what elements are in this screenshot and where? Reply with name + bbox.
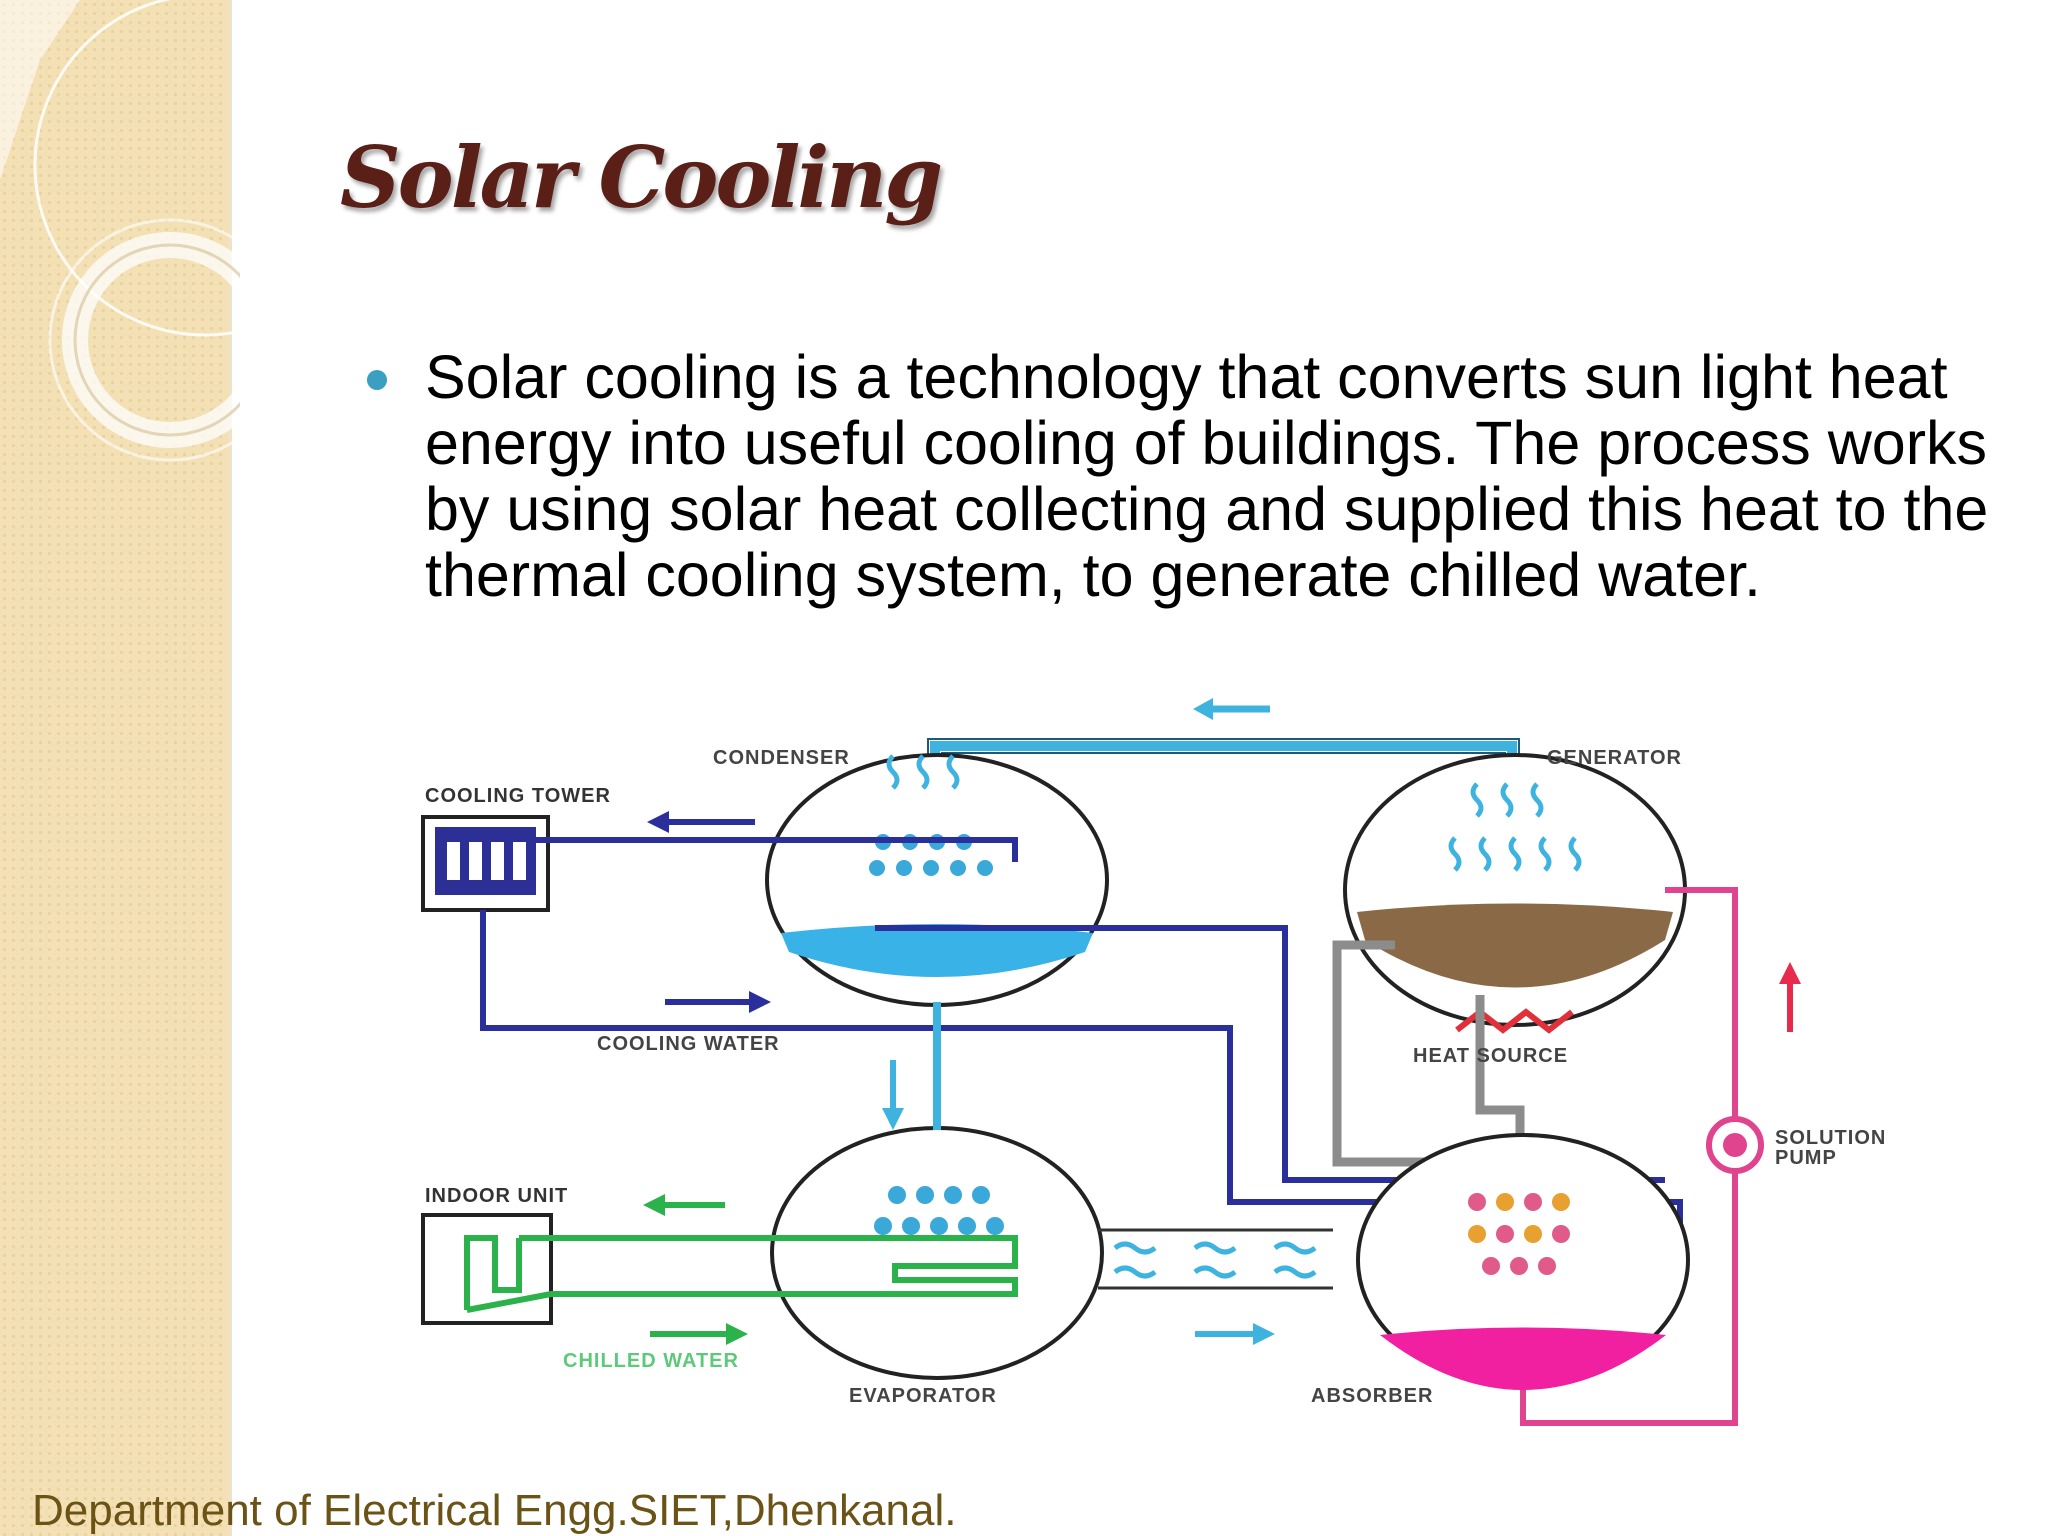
vapor-flow-arrow — [1195, 1323, 1275, 1345]
indoor-unit-label: INDOOR UNIT — [425, 1185, 568, 1207]
cooling-water-label: COOLING WATER — [597, 1033, 780, 1055]
evaporator-vessel — [770, 1126, 1104, 1380]
heat-source-label: HEAT SOURCE — [1413, 1045, 1568, 1067]
cooling-water-arrow — [665, 991, 771, 1013]
decorative-rings — [0, 0, 240, 462]
generator-vessel — [1343, 753, 1687, 1027]
solution-pump-icon — [1706, 1116, 1764, 1174]
evaporator-down-arrow — [882, 1060, 904, 1130]
solution-pump-label-line2: PUMP — [1775, 1147, 1837, 1169]
evaporator-label: EVAPORATOR — [849, 1385, 997, 1407]
bullet-text: Solar cooling is a technology that conve… — [425, 343, 1989, 609]
absorption-chiller-diagram: CONDENSER GENERATOR COOLING TOWER COOLIN… — [421, 698, 1886, 1426]
chilled-water-loop — [466, 1235, 1018, 1313]
indoor-unit-arrow — [643, 1194, 725, 1216]
top-flow-arrow — [1193, 698, 1270, 720]
solution-pump-label-line1: SOLUTION — [1775, 1127, 1886, 1149]
footer-text: Department of Electrical Engg.SIET,Dhenk… — [32, 1486, 957, 1535]
chilled-water-label: CHILLED WATER — [563, 1350, 739, 1372]
condenser-droplets — [886, 754, 960, 790]
solution-pump-line — [1520, 887, 1738, 1426]
vapor-waves — [1113, 1241, 1317, 1279]
generator-vapor — [1448, 782, 1582, 872]
cooling-tower-label: COOLING TOWER — [425, 785, 611, 807]
vapor-passage — [1098, 1228, 1333, 1290]
pump-up-arrow — [1779, 962, 1801, 1032]
side-band-edge — [228, 0, 232, 1536]
bullet-icon — [367, 370, 387, 390]
chilled-water-arrow — [650, 1323, 748, 1345]
slide-title: Solar Cooling — [340, 128, 943, 227]
tower-flow-arrow — [647, 811, 755, 833]
absorber-label: ABSORBER — [1311, 1385, 1433, 1407]
cooling-tower — [421, 815, 550, 912]
absorber-drops — [1468, 1193, 1570, 1275]
condenser-label: CONDENSER — [713, 747, 850, 769]
generator-label: GENERATOR — [1547, 747, 1682, 769]
evaporator-drops — [874, 1186, 1004, 1235]
condenser-vessel — [765, 753, 1109, 1007]
